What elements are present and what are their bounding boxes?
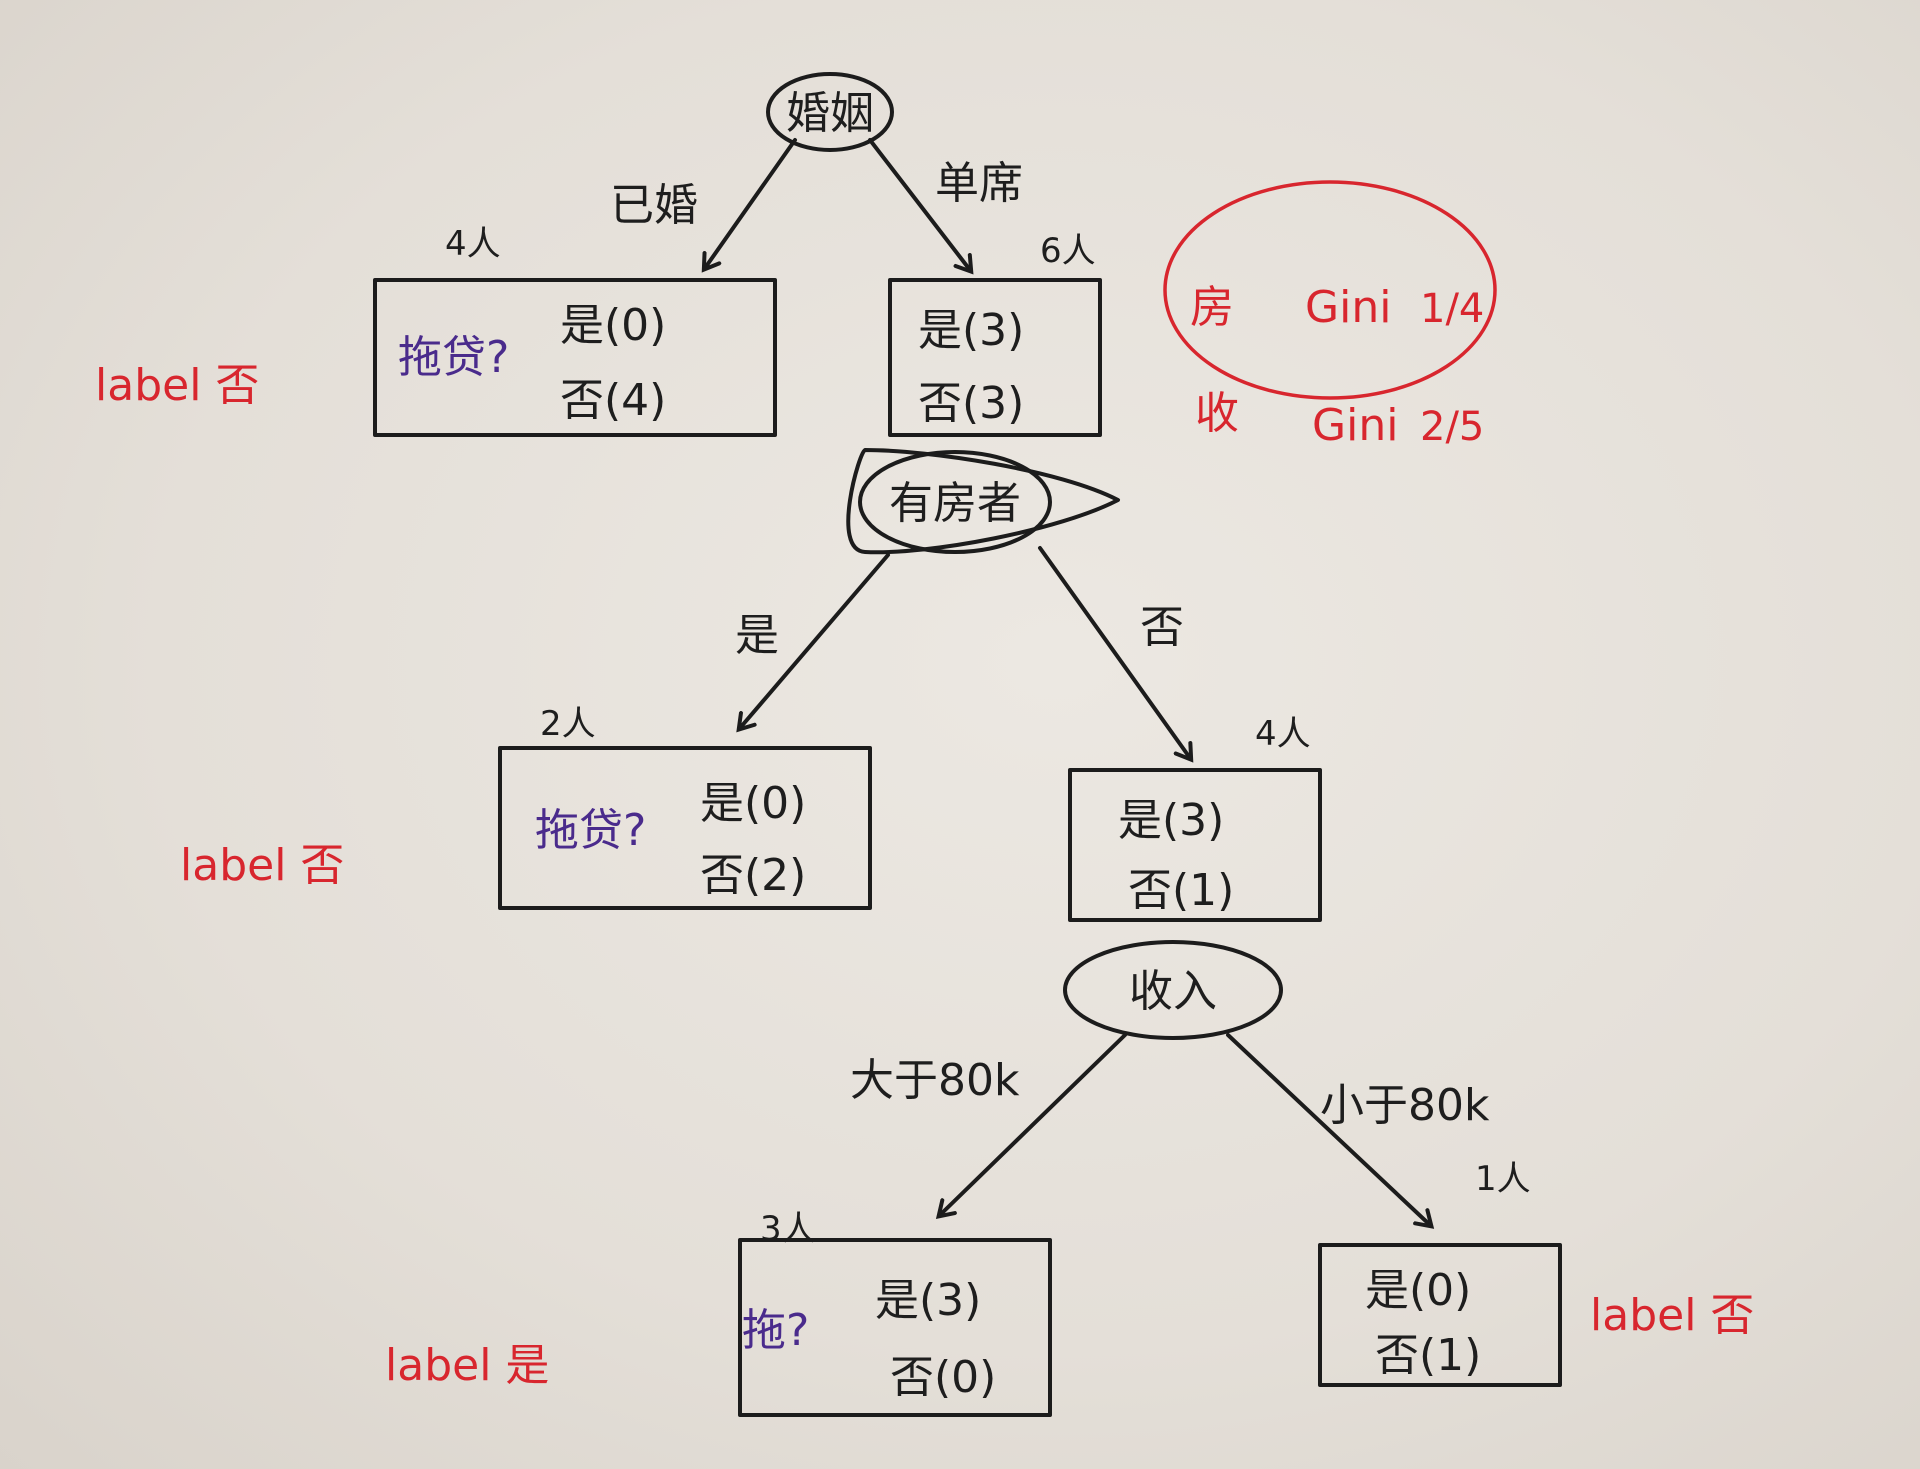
box-single-count: 6人 bbox=[1040, 231, 1096, 271]
edge-income-high-label: 大于80k bbox=[850, 1055, 1020, 1106]
edge-house-no-label: 否 bbox=[1140, 602, 1184, 653]
gini-income-name: 收 bbox=[1195, 388, 1239, 439]
box-married-count: 4人 bbox=[445, 224, 501, 264]
box-income-low-rect bbox=[1318, 1243, 1562, 1387]
box-house-no-no: 否(1) bbox=[1128, 865, 1234, 916]
gini-house-text: Gini bbox=[1305, 282, 1391, 333]
gini-income-value: 2/5 bbox=[1420, 404, 1484, 450]
gini-income-text: Gini bbox=[1312, 400, 1398, 451]
box-house-yes-question: 拖贷? bbox=[535, 805, 646, 856]
box-house-no-count: 4人 bbox=[1255, 714, 1311, 754]
income-split-ellipse bbox=[1063, 940, 1283, 1040]
box-married-question: 拖贷? bbox=[398, 332, 509, 383]
gini-house-circle bbox=[1163, 180, 1497, 400]
box-house-no: 4人 是(3) 否(1) bbox=[1068, 714, 1322, 922]
house-split-label: 有房者 bbox=[889, 478, 1021, 529]
box-house-yes-result-label: label 否 bbox=[180, 840, 344, 891]
box-married-no: 否(4) bbox=[560, 375, 666, 426]
edge-married-arrow bbox=[701, 138, 797, 273]
gini-notes: 房 Gini 1/4 收 Gini 2/5 bbox=[1163, 180, 1497, 451]
edge-income-low-label: 小于80k bbox=[1320, 1080, 1490, 1131]
edge-single-label: 单席 bbox=[935, 158, 1023, 209]
income-split-label: 收入 bbox=[1129, 966, 1217, 1017]
gini-house-name: 房 bbox=[1190, 282, 1234, 333]
box-house-no-rect bbox=[1068, 768, 1322, 922]
root-node-label: 婚姻 bbox=[786, 88, 874, 139]
box-married: 4人 拖贷? 是(0) 否(4) label 否 bbox=[95, 224, 777, 437]
root-node-ellipse bbox=[766, 72, 894, 152]
box-single-yes: 是(3) bbox=[918, 305, 1024, 356]
box-income-low-yes: 是(0) bbox=[1365, 1265, 1471, 1316]
root-node: 婚姻 bbox=[766, 72, 894, 152]
box-house-yes-no: 否(2) bbox=[700, 850, 806, 901]
box-income-low-result-label: label 否 bbox=[1590, 1290, 1754, 1341]
gini-house-value: 1/4 bbox=[1420, 286, 1484, 332]
box-married-yes: 是(0) bbox=[560, 300, 666, 351]
edge-income-low-arrow bbox=[1226, 1033, 1435, 1229]
edge-house-yes-arrow bbox=[736, 553, 890, 733]
box-income-high-count: 3人 bbox=[760, 1209, 816, 1249]
box-single: 6人 是(3) 否(3) bbox=[888, 231, 1102, 437]
house-split-shape-accent bbox=[846, 448, 1120, 555]
box-income-high: 3人 拖? 是(3) 否(0) label 是 bbox=[385, 1209, 1052, 1417]
box-house-yes: 2人 拖贷? 是(0) 否(2) label 否 bbox=[180, 704, 872, 910]
box-married-result-label: label 否 bbox=[95, 360, 259, 411]
box-single-rect bbox=[888, 278, 1102, 437]
box-income-high-rect bbox=[738, 1238, 1052, 1417]
income-split-node: 收入 bbox=[1063, 940, 1283, 1040]
box-house-yes-count: 2人 bbox=[540, 704, 596, 744]
edge-married-label: 已婚 bbox=[610, 180, 698, 231]
box-income-low-count: 1人 bbox=[1475, 1159, 1531, 1199]
edge-income-high-arrow bbox=[935, 1033, 1127, 1219]
box-house-yes-rect bbox=[498, 746, 872, 910]
box-single-no: 否(3) bbox=[918, 378, 1024, 429]
box-house-yes-yes: 是(0) bbox=[700, 778, 806, 829]
box-income-low-no: 否(1) bbox=[1375, 1330, 1481, 1381]
box-house-no-yes: 是(3) bbox=[1118, 795, 1224, 846]
box-income-high-question: 拖? bbox=[742, 1305, 809, 1356]
house-split-node: 有房者 bbox=[846, 448, 1120, 555]
box-income-high-no: 否(0) bbox=[890, 1352, 996, 1403]
box-income-high-yes: 是(3) bbox=[875, 1275, 981, 1326]
house-split-ellipse bbox=[858, 450, 1052, 554]
edge-house-no-arrow bbox=[1038, 546, 1194, 763]
box-married-rect bbox=[373, 278, 777, 437]
edge-single-arrow bbox=[868, 138, 974, 275]
box-income-high-result-label: label 是 bbox=[385, 1340, 549, 1391]
edge-house-yes-label: 是 bbox=[735, 610, 779, 661]
box-income-low: 1人 是(0) 否(1) label 否 bbox=[1318, 1159, 1754, 1387]
